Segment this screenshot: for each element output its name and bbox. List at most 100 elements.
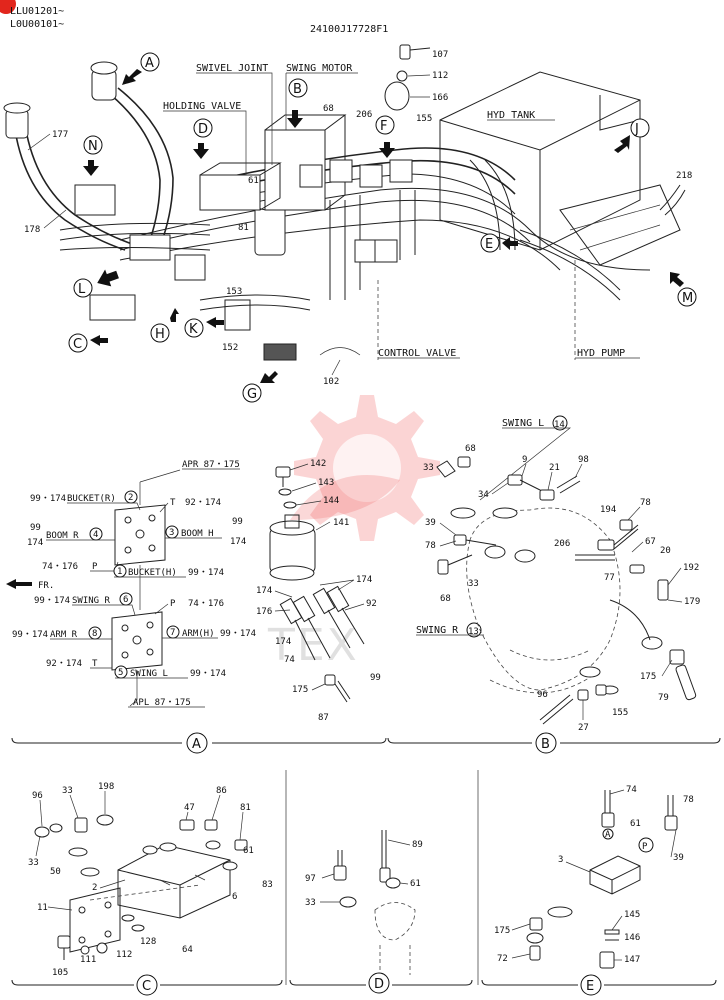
part-99: 99 (370, 673, 381, 683)
arrow-k-icon (206, 317, 224, 328)
label-control-valve: CONTROL VALVE (378, 348, 456, 359)
arrow-g-icon (260, 371, 278, 383)
label-apr: APR 87・175 (182, 460, 240, 470)
part-74-e: 74 (626, 785, 637, 795)
num-arm-r: 8 (92, 629, 97, 639)
label-bucket-r: BUCKET(R) (67, 494, 116, 504)
part-61-d: 61 (410, 879, 421, 889)
part-61: 61 (248, 176, 259, 186)
part-64: 64 (182, 945, 193, 955)
label-swing-l: SWING L (502, 418, 544, 429)
callout-e: E (485, 237, 493, 252)
ref-p-left: 74・176 (42, 562, 78, 572)
part-206-b: 206 (554, 539, 570, 549)
part-39: 39 (425, 518, 436, 528)
part-111: 111 (80, 955, 96, 965)
callout-c: C (73, 337, 82, 352)
callout-j: J (634, 122, 639, 137)
arrow-d-icon (193, 143, 209, 159)
ref-boom-h-2: 174 (230, 537, 246, 547)
part-175-a: 175 (292, 685, 308, 695)
main-assembly-labels: SWIVEL JOINT SWING MOTOR HOLDING VALVE H… (24, 50, 697, 403)
part-96: 96 (537, 690, 548, 700)
callout-h: H (155, 327, 165, 342)
part-33-f: 33 (305, 898, 316, 908)
num-bucket-r: 2 (128, 493, 133, 503)
part-21: 21 (549, 463, 560, 473)
arrow-f-icon (379, 142, 395, 158)
part-152: 152 (222, 343, 238, 353)
part-142: 142 (310, 459, 326, 469)
arrow-l-icon (97, 269, 119, 287)
serial-range-2: L0U00101~ (10, 19, 64, 30)
arrow-b-icon (287, 110, 303, 128)
callout-g: G (247, 387, 257, 402)
panel-e: A P 74 78 61 39 3 145 146 175 72 147 (494, 785, 694, 969)
part-81: 81 (238, 223, 249, 233)
part-77: 77 (604, 573, 615, 583)
part-47: 47 (184, 803, 195, 813)
ref-boom-r-2: 174 (27, 538, 43, 548)
num-boom-r: 4 (93, 530, 98, 540)
arrow-a-icon (122, 69, 142, 85)
label-apl: APL 87・175 (133, 698, 191, 708)
part-50: 50 (50, 867, 61, 877)
ref-t-top: 92・174 (185, 498, 221, 508)
part-72: 72 (497, 954, 508, 964)
label-hyd-tank: HYD TANK (487, 110, 535, 121)
panel-a: APR 87・175 99・174 BUCKET(R) 2 T 92・174 9… (6, 459, 381, 723)
num-swing-r: 6 (123, 595, 128, 605)
part-74: 74 (284, 655, 295, 665)
part-102: 102 (323, 377, 339, 387)
part-9: 9 (522, 455, 527, 465)
callout-m: M (682, 291, 693, 306)
ref-bucket-r: 99・174 (30, 494, 66, 504)
part-175-e: 175 (494, 926, 510, 936)
label-arm-r: ARM R (50, 630, 78, 640)
callout-f: F (380, 119, 387, 134)
label-t-bottom: T (92, 659, 98, 669)
circle-p-e: P (642, 842, 648, 852)
part-128: 128 (140, 937, 156, 947)
part-79: 79 (658, 693, 669, 703)
part-11: 11 (37, 903, 48, 913)
ref-swing-l: 99・174 (190, 669, 226, 679)
label-bucket-h: BUCKET(H) (128, 568, 177, 578)
watermark-logo (290, 395, 440, 541)
part-34: 34 (478, 490, 489, 500)
part-96-c: 96 (32, 791, 43, 801)
part-105: 105 (52, 968, 68, 978)
part-143: 143 (318, 478, 334, 488)
footer-label-c: C (142, 979, 151, 994)
callout-k: K (189, 322, 198, 337)
part-153: 153 (226, 287, 242, 297)
divider-ab: A B (11, 732, 721, 754)
part-97: 97 (305, 874, 316, 884)
part-145: 145 (624, 910, 640, 920)
drawing-code: 24100J17728F1 (310, 24, 388, 35)
part-141: 141 (333, 518, 349, 528)
ref-arm-r: 99・174 (12, 630, 48, 640)
label-fr: FR. (38, 581, 54, 591)
label-hyd-pump: HYD PUMP (577, 348, 625, 359)
part-67: 67 (645, 537, 656, 547)
callout-d: D (198, 122, 208, 137)
part-78-e: 78 (683, 795, 694, 805)
part-68-c: 68 (440, 594, 451, 604)
part-178: 178 (24, 225, 40, 235)
part-89: 89 (412, 840, 423, 850)
label-swing-l-a: SWING L (130, 669, 168, 679)
num-bucket-h: 1 (117, 567, 122, 577)
part-92: 92 (366, 599, 377, 609)
part-86: 86 (216, 786, 227, 796)
front-arrow-icon (6, 579, 32, 589)
callout-n: N (88, 139, 98, 154)
num-boom-h: 3 (169, 528, 174, 538)
serial-range-1: LLU01201~ (10, 6, 64, 17)
label-swing-r: SWING R (416, 625, 459, 636)
footer-label-a: A (192, 737, 201, 752)
part-179: 179 (684, 597, 700, 607)
part-87: 87 (318, 713, 329, 723)
arrow-n-icon (83, 160, 99, 176)
label-holding-valve: HOLDING VALVE (163, 101, 241, 112)
